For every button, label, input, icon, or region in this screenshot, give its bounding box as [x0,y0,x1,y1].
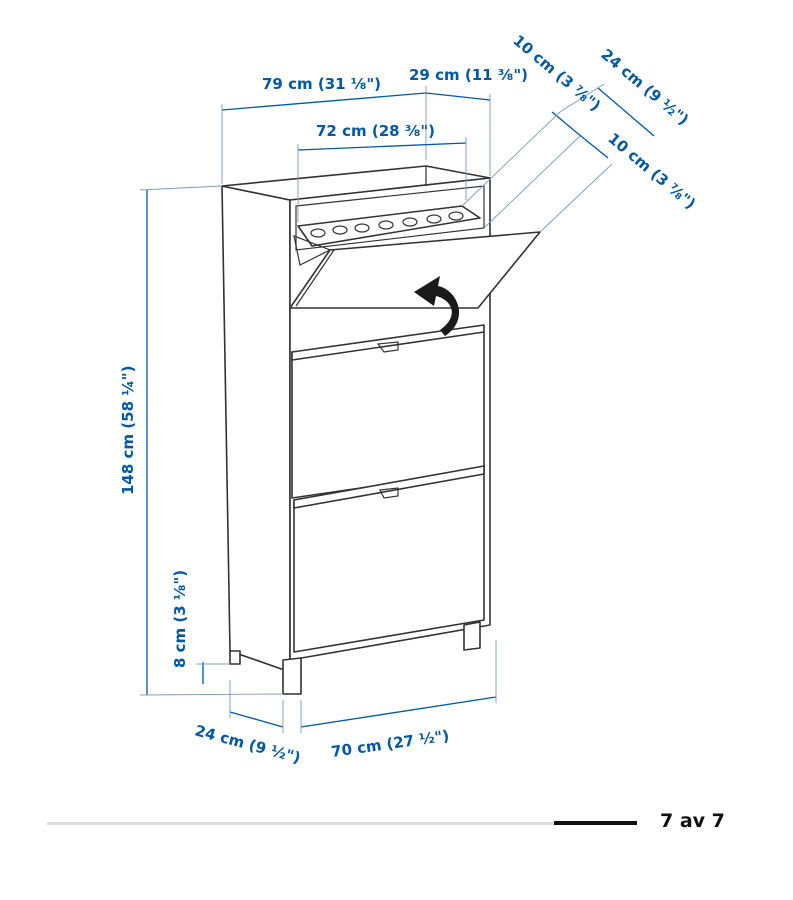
dim-flap-depth-side: 10 cm (3 ⅞") [604,129,699,213]
gallery-progress-indicator[interactable] [554,821,637,825]
gallery-position-counter: 7 av 7 [660,810,725,832]
gallery-progress-track[interactable] [47,821,637,825]
dimension-lines [139,83,655,733]
dim-depth: 24 cm (9 ½") [193,721,303,766]
dim-total-width: 79 cm (31 ⅛") [262,75,381,93]
open-direction-arrow-icon [414,276,460,336]
shoe-rack-holes [310,211,464,238]
dim-height: 148 cm (58 ¼") [119,366,137,495]
dim-inner-width: 72 cm (28 ⅜") [316,122,435,140]
dim-cabinet-depth-top: 24 cm (9 ½") [597,45,692,129]
shoe-cabinet-dimension-diagram: 79 cm (31 ⅛") 29 cm (11 ⅜") 72 cm (28 ⅜"… [119,31,699,767]
dim-leg-height: 8 cm (3 ⅛") [171,570,189,668]
dim-width: 70 cm (27 ½") [330,727,450,761]
cabinet-illustration [221,165,541,695]
dim-open-depth: 29 cm (11 ⅜") [409,66,528,84]
